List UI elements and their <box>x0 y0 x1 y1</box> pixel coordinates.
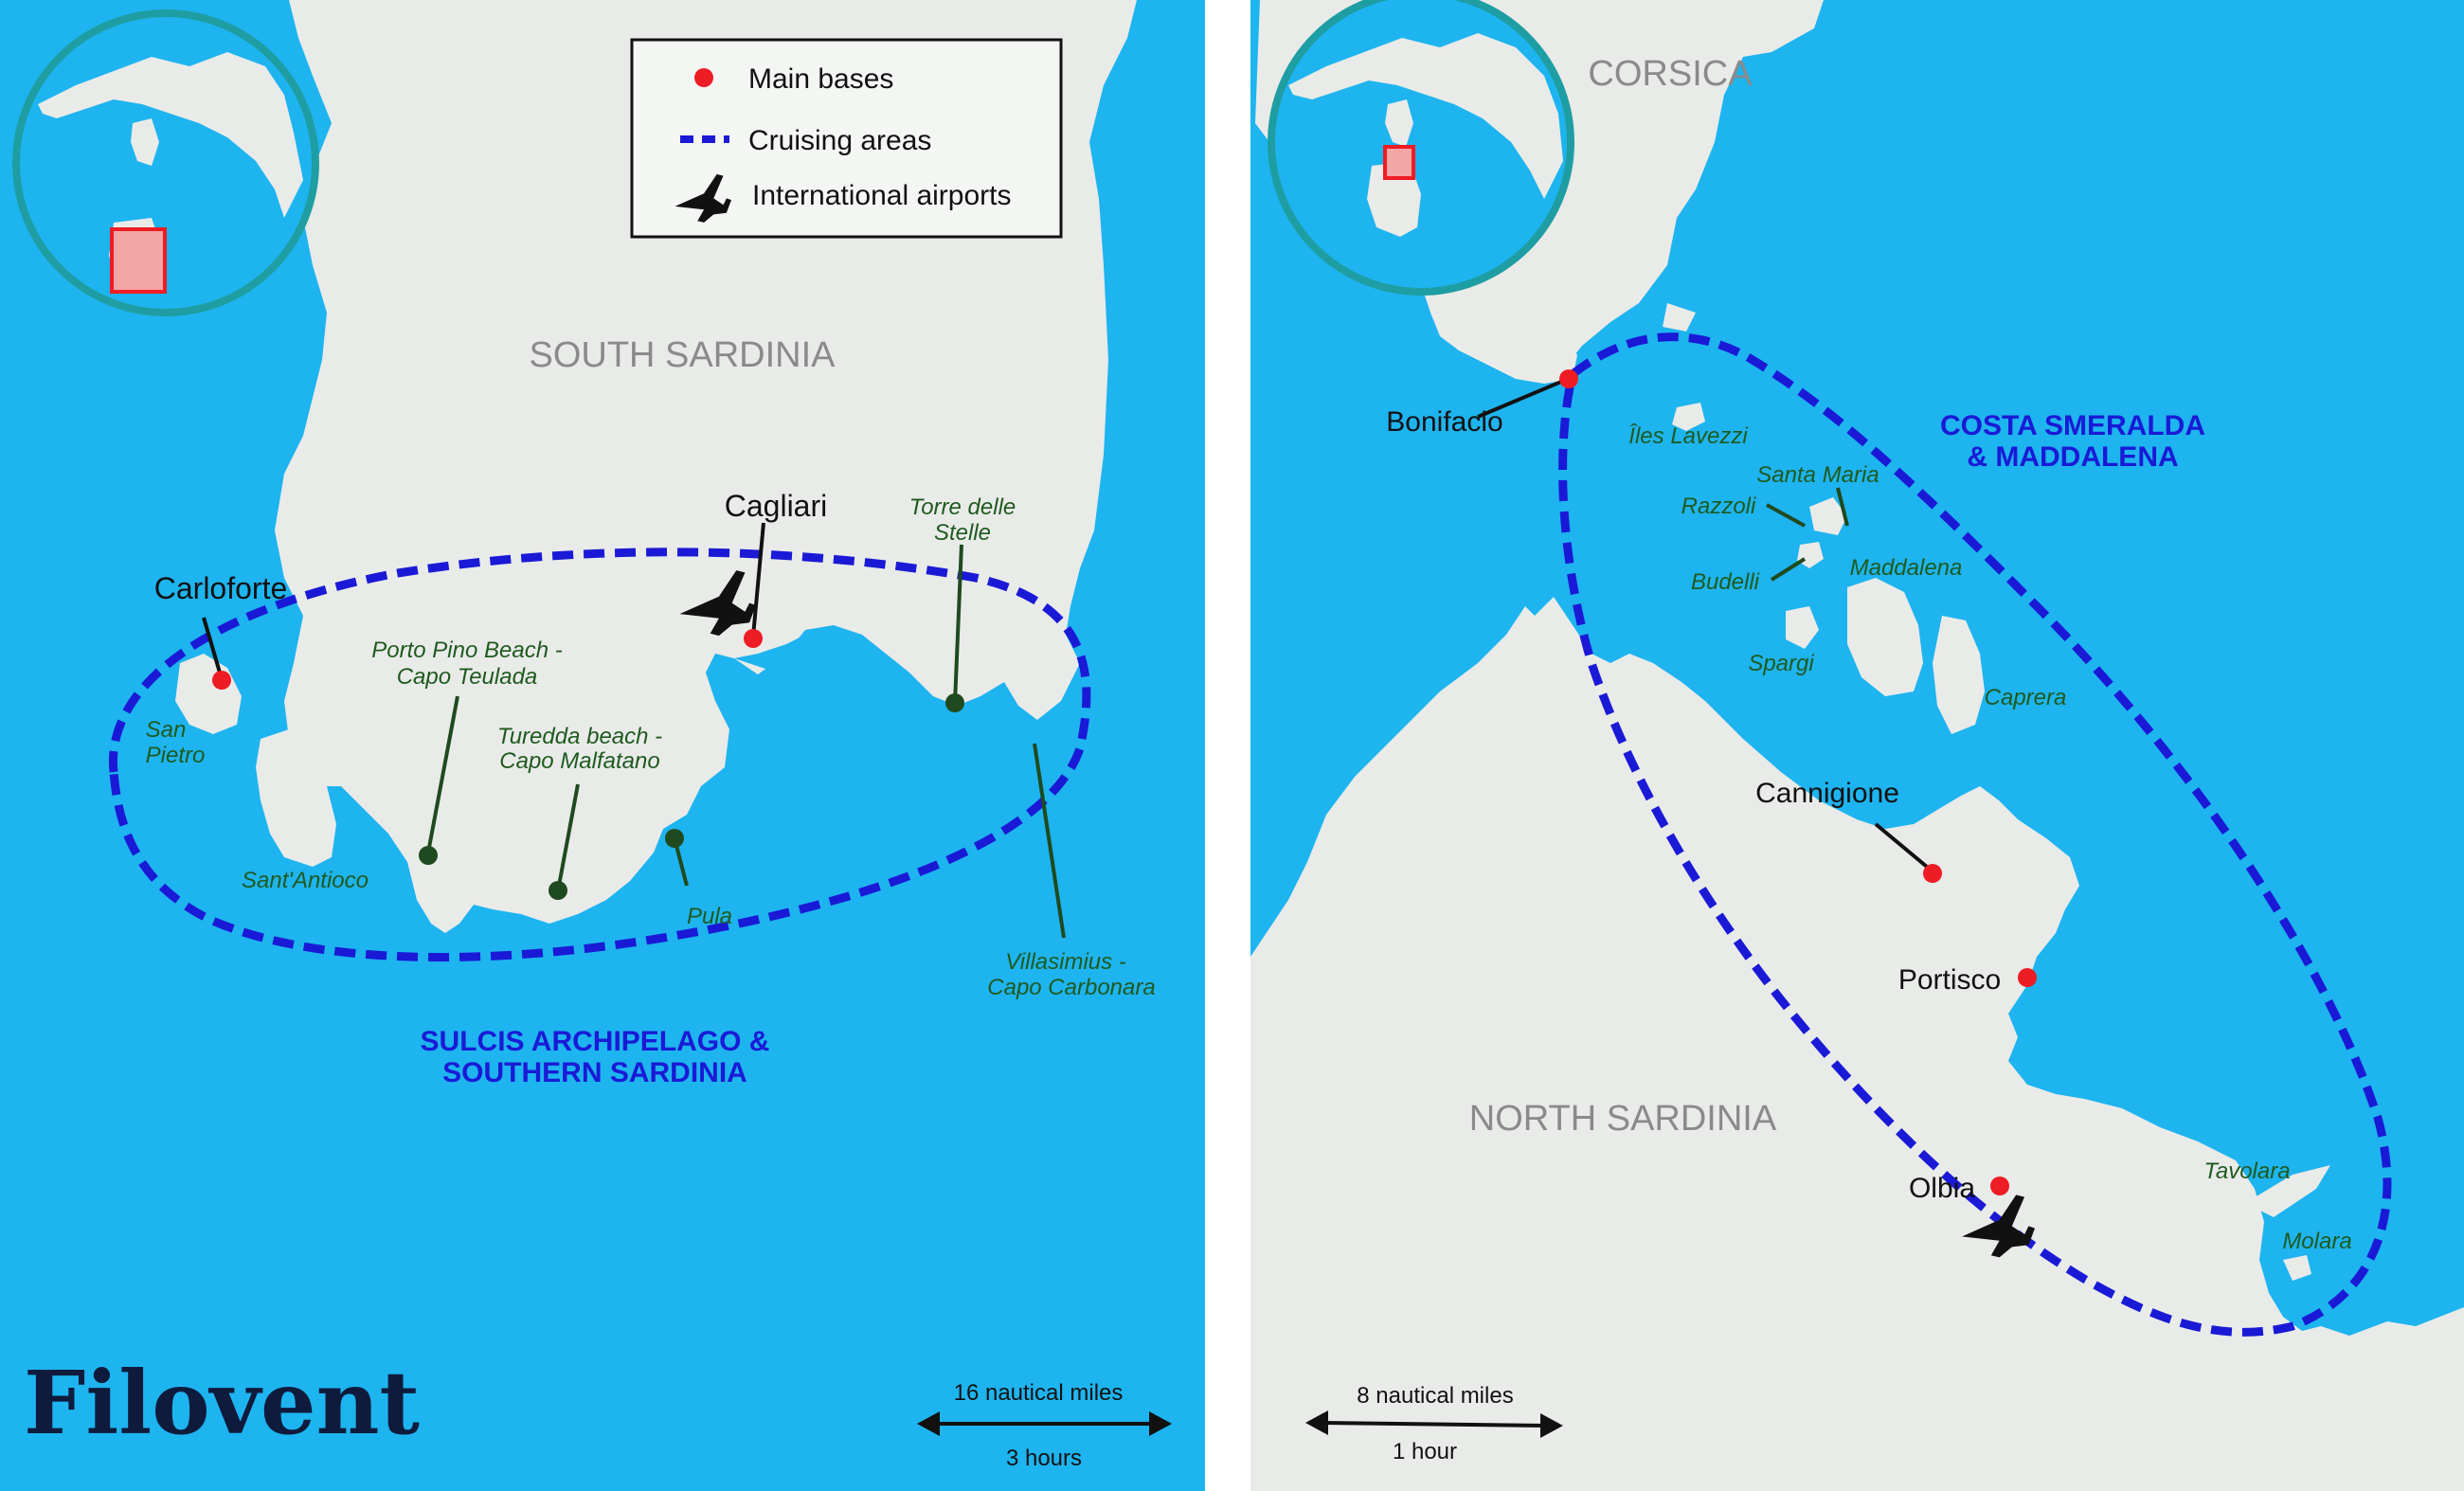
tavolara-island <box>2245 1165 2330 1217</box>
maddalena-label: Maddalena <box>1850 555 1963 581</box>
right-green-connectors <box>1766 487 1849 582</box>
cannigione-label: Cannigione <box>1755 778 1899 809</box>
left-scale-time: 3 hours <box>1006 1446 1082 1471</box>
santantioco-island <box>256 729 336 867</box>
left-inset-locator <box>12 9 319 316</box>
cannigione-base-dot <box>1923 864 1942 883</box>
torre-label-1: Torre delle <box>909 494 1016 520</box>
costa-smeralda-label-1: COSTA SMERALDA <box>1940 410 2205 441</box>
villasimius-label-1: Villasimius - <box>1005 949 1126 975</box>
santa-maria-label: Santa Maria <box>1756 462 1879 488</box>
porto-pino-label-2: Capo Teulada <box>397 664 538 690</box>
sulcis-area-label-2: SOUTHERN SARDINIA <box>442 1057 747 1088</box>
portisco-label: Portisco <box>1898 964 2001 996</box>
north-sardinia-land <box>1250 597 2464 1491</box>
porto-pino-dot <box>419 846 438 865</box>
lavezzi-label: Îles Lavezzi <box>1628 423 1748 449</box>
map-legend: Main bases Cruising areas International … <box>630 38 1063 239</box>
legend-main-bases: Main bases <box>748 63 893 95</box>
turedda-label-1: Turedda beach - <box>497 724 662 749</box>
santa-maria-island <box>1809 497 1847 535</box>
turedda-dot <box>549 881 567 900</box>
molara-island <box>2283 1255 2311 1281</box>
lavezzi-island <box>1672 403 1705 431</box>
costa-smeralda-label-2: & MADDALENA <box>1967 441 2178 473</box>
caprera-label: Caprera <box>1985 685 2067 710</box>
inset-highlight-box <box>110 227 167 294</box>
santantioco-label: Sant'Antioco <box>242 868 369 893</box>
turedda-label-2: Capo Malfatano <box>499 748 659 774</box>
villasimius-label-2: Capo Carbonara <box>987 975 1155 1000</box>
torre-dot <box>945 693 964 712</box>
molara-label: Molara <box>2282 1229 2351 1254</box>
legend-airports: International airports <box>752 180 1012 211</box>
san-pietro-label-2: Pietro <box>146 743 206 768</box>
left-connector-lines <box>202 522 765 674</box>
budelli-island <box>1797 542 1824 568</box>
right-scale-distance: 8 nautical miles <box>1357 1383 1513 1409</box>
pula-label: Pula <box>687 904 732 929</box>
olbia-base-dot <box>1990 1177 2009 1195</box>
maddalena-island <box>1847 578 1923 696</box>
left-scale-distance: 16 nautical miles <box>954 1380 1124 1406</box>
right-inset-locator <box>1268 0 1574 296</box>
corsica-label: CORSICA <box>1588 54 1753 94</box>
right-connector-lines <box>1477 377 1934 873</box>
sulcis-area-label-1: SULCIS ARCHIPELAGO & <box>421 1026 770 1057</box>
left-scale-bar: 16 nautical miles 3 hours <box>917 1380 1172 1471</box>
pula-dot <box>665 829 684 848</box>
right-map-panel: CORSICA NORTH SARDINIA COSTA SMERALDA & … <box>1250 0 2464 1491</box>
san-pietro-label-1: San <box>146 717 187 743</box>
spargi-label: Spargi <box>1748 651 1814 676</box>
corsica-tip <box>1663 303 1696 332</box>
olbia-label: Olbia <box>1909 1173 1975 1204</box>
south-sardinia-label: SOUTH SARDINIA <box>529 335 836 375</box>
legend-cruising-areas: Cruising areas <box>748 125 931 156</box>
filovent-logo: Filovent <box>24 1352 420 1454</box>
inset-highlight-box-right <box>1383 145 1415 180</box>
cagliari-label: Cagliari <box>725 489 827 523</box>
budelli-label: Budelli <box>1691 569 1760 595</box>
north-sardinia-label: NORTH SARDINIA <box>1469 1099 1777 1139</box>
razzoli-label: Razzoli <box>1682 494 1756 519</box>
caprera-island <box>1933 616 1985 734</box>
bonifacio-base-dot <box>1559 369 1578 388</box>
right-cruising-route <box>1558 332 2392 1337</box>
portisco-base-dot <box>2018 968 2037 987</box>
legend-base-dot-icon <box>694 68 713 87</box>
carloforte-label: Carloforte <box>154 571 288 605</box>
tavolara-label: Tavolara <box>2203 1159 2290 1184</box>
torre-label-2: Stelle <box>934 520 991 546</box>
bonifacio-label: Bonifacio <box>1386 406 1502 438</box>
right-scale-time: 1 hour <box>1393 1439 1457 1464</box>
spargi-island <box>1786 606 1819 649</box>
carloforte-base-dot <box>212 671 231 690</box>
bonifacio-peninsula <box>1464 303 1577 384</box>
right-scale-bar: 8 nautical miles 1 hour <box>1305 1383 1563 1464</box>
cagliari-base-dot <box>744 629 763 648</box>
porto-pino-label-1: Porto Pino Beach - <box>371 638 562 663</box>
panel-divider <box>1205 0 1250 1491</box>
left-map-panel: SOUTH SARDINIA Carloforte Cagliari San P… <box>0 0 1205 1491</box>
gulf-of-cagliari <box>734 627 834 673</box>
left-cruising-route <box>108 548 1091 961</box>
